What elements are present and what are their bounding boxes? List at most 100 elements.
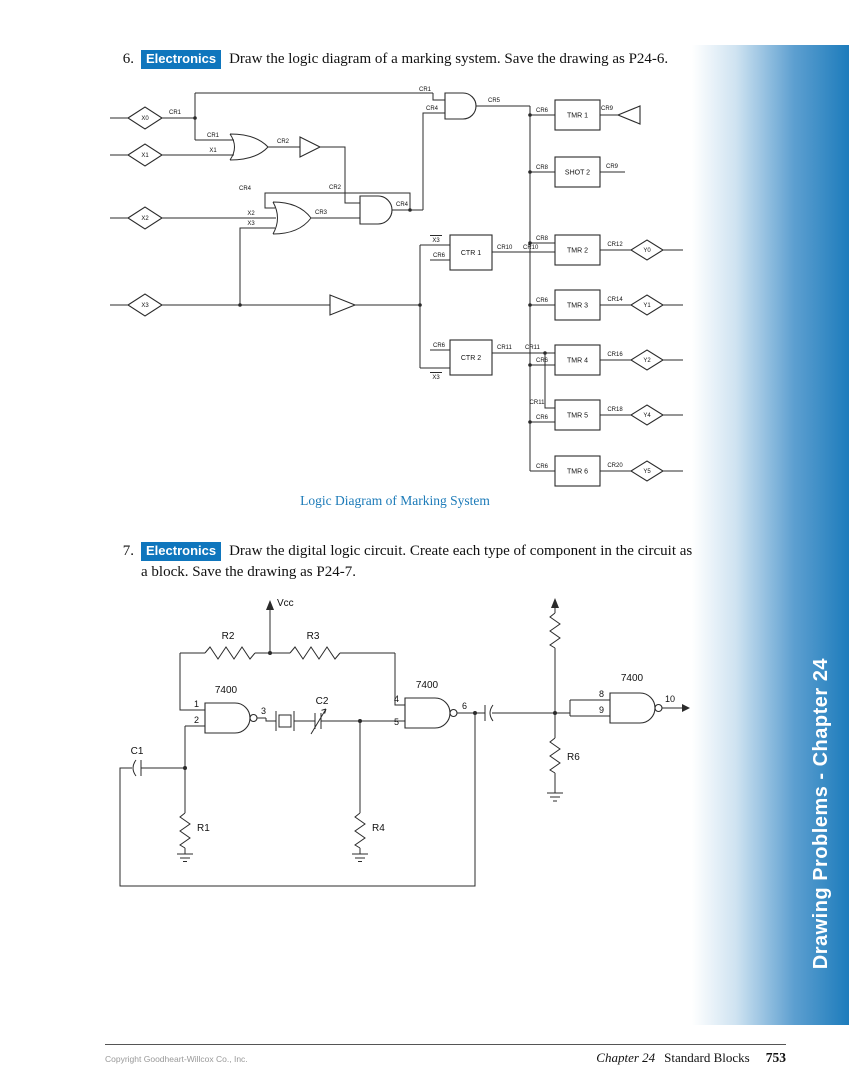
and-gate-2 — [359, 195, 393, 225]
label-cr9: CR9 — [606, 164, 619, 170]
footer-right: Chapter 24 Standard Blocks 753 — [596, 1050, 786, 1066]
label-cr4: CR4 — [396, 202, 409, 208]
pin-9: 9 — [599, 705, 604, 715]
label-cr2: CR2 — [277, 139, 290, 145]
capacitor-c2-symbol — [310, 708, 327, 735]
label-cr20: CR20 — [607, 463, 623, 469]
output-y2: Y2 — [643, 358, 651, 364]
footer-section: Standard Blocks — [664, 1050, 750, 1065]
electronics-tag: Electronics — [141, 50, 222, 70]
pin-4: 4 — [394, 694, 399, 704]
label-r3: R3 — [307, 631, 320, 642]
logic-diagram-marking-system: TMR 1 SHOT 2 CTR 1 TMR 2 TMR 3 CTR 2 TMR… — [110, 87, 683, 487]
label-cr9: CR9 — [601, 106, 614, 112]
label-r1: R1 — [197, 823, 210, 834]
pin-3: 3 — [261, 706, 266, 716]
pin-1: 1 — [194, 699, 199, 709]
label-cr6: CR6 — [536, 358, 549, 364]
label-cr6: CR6 — [536, 464, 549, 470]
problem-text: Draw the logic diagram of a marking syst… — [229, 51, 669, 67]
label-cr4: CR4 — [426, 106, 439, 112]
problem-number: 7. — [122, 543, 134, 559]
arrows — [266, 598, 690, 712]
footer-chapter: Chapter 24 — [596, 1050, 656, 1065]
label-cr6: CR6 — [433, 343, 446, 349]
function-blocks: TMR 1 SHOT 2 CTR 1 TMR 2 TMR 3 CTR 2 TMR… — [449, 99, 601, 487]
label-r4: R4 — [372, 823, 385, 834]
label-cr8: CR8 — [536, 236, 549, 242]
label-cr1: CR1 — [169, 110, 182, 116]
coupling-capacitor-symbol — [484, 704, 494, 722]
label-cr1: CR1 — [207, 133, 220, 139]
label-r6: R6 — [567, 752, 580, 763]
block-tmr3: TMR 3 — [567, 303, 588, 310]
label-cr6: CR6 — [536, 298, 549, 304]
block-tmr6: TMR 6 — [567, 469, 588, 476]
label-cr8: CR8 — [536, 165, 549, 171]
label-cr1: CR1 — [419, 87, 432, 93]
chapter-tab-sidebar: Drawing Problems - Chapter 24 — [692, 45, 849, 1025]
label-x3-bar: X3 — [432, 238, 440, 244]
input-x0: X0 — [141, 116, 149, 122]
output-y4: Y4 — [643, 413, 651, 419]
input-x2: X2 — [141, 216, 149, 222]
label-cr11: CR11 — [497, 345, 513, 351]
label-cr2: CR2 — [329, 185, 342, 191]
vcc-arrow — [266, 600, 274, 610]
problem-6-body: Electronics Draw the logic diagram of a m… — [141, 49, 701, 70]
label-cr5: CR5 — [488, 98, 501, 104]
label-cr12: CR12 — [607, 242, 623, 248]
pin-6: 6 — [462, 701, 467, 711]
input-x3: X3 — [141, 303, 149, 309]
electronics-tag: Electronics — [141, 542, 222, 562]
label-x1: X1 — [209, 148, 217, 154]
block-shot2: SHOT 2 — [565, 170, 590, 177]
capacitor-c1-symbol — [132, 759, 142, 777]
page-number: 753 — [765, 1050, 786, 1065]
copyright-notice: Copyright Goodheart-Willcox Co., Inc. — [105, 1054, 248, 1064]
digital-logic-circuit: Vcc R2 R3 7400 7400 7400 C2 C1 R1 R4 R6 … — [119, 598, 690, 887]
component-labels: Vcc R2 R3 7400 7400 7400 C2 C1 R1 R4 R6 — [131, 598, 644, 834]
junction-dots — [193, 113, 547, 424]
inverter-triangle — [616, 105, 641, 125]
output-diamonds: Y0 Y1 Y2 Y4 Y5 — [629, 239, 665, 482]
junction-dots — [183, 651, 557, 770]
buffer-gate-cr2 — [299, 136, 322, 158]
block-tmr2: TMR 2 — [567, 248, 588, 255]
and-gate-1 — [444, 92, 477, 120]
block-tmr1: TMR 1 — [567, 113, 588, 120]
label-7400: 7400 — [215, 685, 238, 696]
pin-2: 2 — [194, 715, 199, 725]
problem-number: 6. — [122, 51, 134, 67]
pullup-arrow — [551, 598, 559, 608]
output-arrow — [682, 704, 690, 712]
label-c1: C1 — [131, 746, 144, 757]
label-cr11: CR11 — [525, 345, 541, 351]
figure-caption: Logic Diagram of Marking System — [300, 493, 490, 508]
label-cr14: CR14 — [607, 297, 623, 303]
output-y5: Y5 — [643, 469, 651, 475]
label-cr4: CR4 — [239, 186, 252, 192]
page-footer: Copyright Goodheart-Willcox Co., Inc. Ch… — [105, 1044, 786, 1066]
label-x2: X2 — [247, 211, 255, 217]
wires — [119, 604, 682, 887]
label-cr16: CR16 — [607, 352, 623, 358]
input-diamonds: X0 X1 X2 X3 — [126, 106, 164, 317]
nand-gate-3 — [609, 692, 663, 724]
or-gate-1 — [229, 133, 269, 161]
label-cr18: CR18 — [607, 407, 623, 413]
sidebar-title: Drawing Problems - Chapter 24 — [810, 657, 832, 969]
crystal-symbol — [275, 711, 295, 731]
label-cr6: CR6 — [536, 108, 549, 114]
block-ctr2: CTR 2 — [461, 355, 481, 362]
problem-6: 6. Electronics Draw the logic diagram of … — [112, 49, 701, 70]
label-x3-bar: X3 — [432, 375, 440, 381]
label-cr6: CR6 — [433, 253, 446, 259]
buffer-gate-x3 — [329, 294, 357, 316]
output-y0: Y0 — [643, 248, 651, 254]
label-x3: X3 — [247, 221, 255, 227]
nand-gate-2 — [404, 697, 458, 729]
